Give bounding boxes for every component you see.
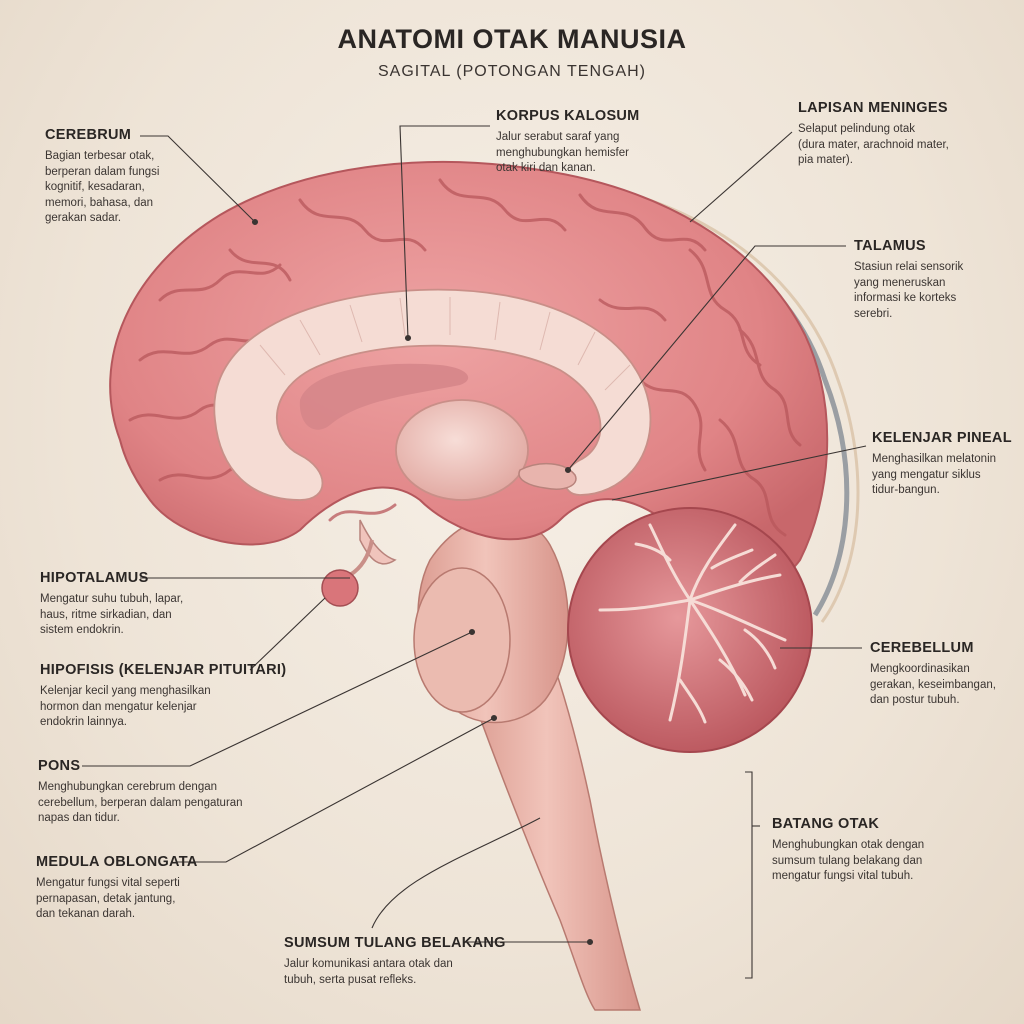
label-hipotalamus: HIPOTALAMUS — [40, 570, 149, 586]
leader-meninges — [689, 131, 793, 223]
leader-pineal — [611, 445, 867, 501]
thalamus — [395, 399, 529, 501]
leader-hipofisis — [249, 597, 326, 671]
label-medula-oblongata: MEDULA OBLONGATA — [36, 854, 198, 870]
desc-cerebellum: Mengkoordinasikan gerakan, keseimbangan,… — [870, 663, 996, 706]
desc-hipofisis: Kelenjar kecil yang menghasilkan hormon … — [40, 685, 211, 728]
pituitary-stalk — [348, 539, 374, 577]
callout-sumsum-tulang-belakang: SUMSUM TULANG BELAKANG Jalur komunikasi … — [284, 935, 506, 988]
leader-lines — [82, 125, 867, 979]
desc-talamus: Stasiun relai sensorik yang meneruskan i… — [854, 261, 964, 320]
lateral-ventricle — [299, 363, 469, 430]
label-kelenjar-pineal: KELENJAR PINEAL — [872, 430, 1012, 446]
cerebellum — [567, 507, 813, 753]
desc-korpus-kalosum: Jalur serabut saraf yang menghubungkan h… — [496, 131, 629, 174]
callout-talamus: TALAMUS Stasiun relai sensorik yang mene… — [854, 238, 1014, 322]
leader-dot-talamus — [564, 466, 572, 474]
callout-pons: PONS Menghubungkan cerebrum dengan cereb… — [38, 758, 283, 827]
callout-batang-otak: BATANG OTAK Menghubungkan otak dengan su… — [772, 816, 982, 885]
leader-dot-sumsum — [586, 938, 594, 946]
callout-medula-oblongata: MEDULA OBLONGATA Mengatur fungsi vital s… — [36, 854, 236, 923]
callout-cerebrum: CEREBRUM Bagian terbesar otak, berperan … — [45, 127, 235, 227]
pons-bulge — [413, 567, 511, 713]
page-subtitle: SAGITAL (POTONGAN TENGAH) — [378, 63, 646, 80]
spinal-cord — [469, 638, 642, 1011]
label-cerebrum: CEREBRUM — [45, 127, 132, 143]
pineal-gland — [518, 463, 577, 490]
corpus-callosum — [213, 288, 652, 501]
callout-korpus-kalosum: KORPUS KALOSUM Jalur serabut saraf yang … — [496, 108, 696, 177]
page-title: ANATOMI OTAK MANUSIA — [337, 24, 687, 54]
label-korpus-kalosum: KORPUS KALOSUM — [496, 108, 640, 124]
label-lapisan-meninges: LAPISAN MENINGES — [798, 100, 948, 116]
leader-korpus-kalosum — [399, 125, 490, 339]
corpus-callosum-fibers — [259, 297, 631, 391]
leader-talamus — [567, 245, 846, 471]
gyri-pattern — [128, 178, 802, 537]
leader-cerebrum — [140, 135, 256, 223]
label-talamus: TALAMUS — [854, 238, 926, 254]
desc-kelenjar-pineal: Menghasilkan melatonin yang mengatur sik… — [872, 453, 997, 496]
desc-cerebrum: Bagian terbesar otak, berperan dalam fun… — [45, 150, 160, 224]
leader-bracket-batang-otak — [745, 771, 753, 979]
label-batang-otak: BATANG OTAK — [772, 816, 880, 832]
callout-kelenjar-pineal: KELENJAR PINEAL Menghasilkan melatonin y… — [872, 430, 1020, 499]
label-hipofisis: HIPOFISIS (KELENJAR PITUITARI) — [40, 662, 287, 678]
desc-hipotalamus: Mengatur suhu tubuh, lapar, haus, ritme … — [40, 593, 184, 636]
desc-batang-otak: Menghubungkan otak dengan sumsum tulang … — [772, 839, 925, 882]
leader-dot-medula — [490, 714, 498, 722]
desc-lapisan-meninges: Selaput pelindung otak (dura mater, arac… — [798, 123, 949, 166]
desc-pons: Menghubungkan cerebrum dengan cerebellum… — [38, 781, 243, 824]
leader-dot-cerebrum — [251, 218, 259, 226]
desc-medula-oblongata: Mengatur fungsi vital seperti pernapasan… — [36, 877, 180, 920]
callout-hipofisis: HIPOFISIS (KELENJAR PITUITARI) Kelenjar … — [40, 662, 287, 731]
callout-lapisan-meninges: LAPISAN MENINGES Selaput pelindung otak … — [798, 100, 998, 169]
label-pons: PONS — [38, 758, 81, 774]
label-sumsum-tulang-belakang: SUMSUM TULANG BELAKANG — [284, 935, 506, 951]
leader-dot-korpus-kalosum — [404, 334, 412, 342]
desc-sumsum-tulang-belakang: Jalur komunikasi antara otak dan tubuh, … — [284, 958, 453, 986]
leader-pons — [82, 631, 473, 767]
arbor-vitae — [598, 523, 787, 724]
label-cerebellum: CEREBELLUM — [870, 640, 974, 656]
callout-cerebellum: CEREBELLUM Mengkoordinasikan gerakan, ke… — [870, 640, 1020, 709]
leader-medula — [176, 717, 495, 863]
leader-dot-pons — [468, 628, 476, 636]
pituitary-gland — [321, 569, 359, 607]
leader-spinal-cord-curve — [371, 817, 541, 929]
callout-hipotalamus: HIPOTALAMUS Mengatur suhu tubuh, lapar, … — [40, 570, 240, 639]
